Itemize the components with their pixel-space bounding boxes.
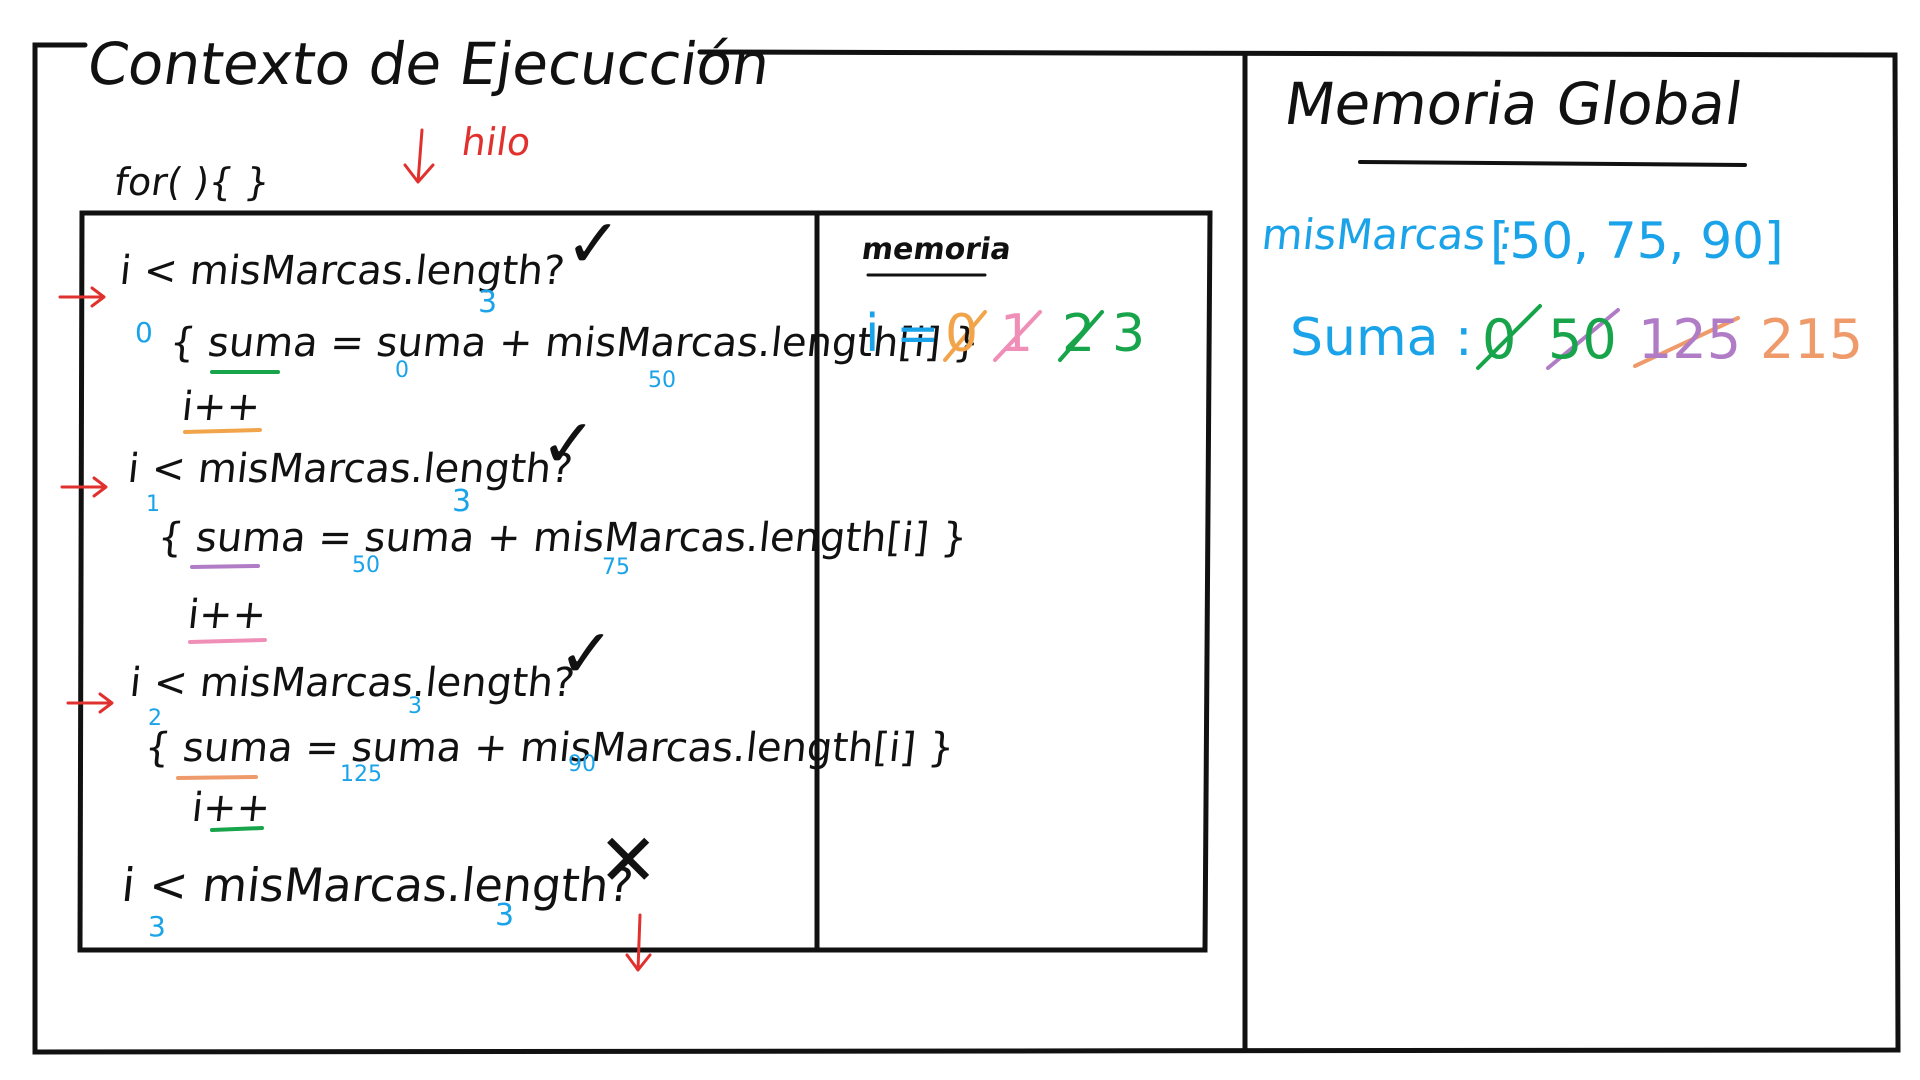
iteration-2-result: ✓ xyxy=(540,405,597,484)
global-suma-125: 125 xyxy=(1638,308,1742,371)
iteration-1-length-value: 3 xyxy=(478,285,498,320)
strike-suma-0 xyxy=(1476,304,1542,370)
iteration-2-item-value: 75 xyxy=(602,555,630,580)
local-memory-i-3: 3 xyxy=(1112,304,1146,364)
iteration-1-item-value: 50 xyxy=(648,368,676,393)
iteration-3-i-value: 2 xyxy=(148,706,162,731)
iteration-4-i-value: 3 xyxy=(148,910,166,943)
iteration-3-length-value: 3 xyxy=(408,694,422,719)
iteration-2-i-value: 1 xyxy=(146,492,160,517)
underline-inc-3 xyxy=(210,826,264,832)
iteration-2-suma-value: 50 xyxy=(352,553,380,578)
underline-suma-2 xyxy=(190,564,260,569)
iteration-1-suma-value: 0 xyxy=(395,358,409,383)
global-suma-50: 50 xyxy=(1548,308,1617,371)
for-label: for( ){ } xyxy=(111,160,273,204)
iteration-3-item-value: 90 xyxy=(568,752,596,777)
iteration-2-increment: i++ xyxy=(185,592,269,638)
global-array-name: misMarcas : xyxy=(1259,210,1516,259)
local-memory-i-2: 2 xyxy=(1062,304,1096,364)
iteration-2-length-value: 3 xyxy=(452,484,472,519)
local-memory-i-1: 1 xyxy=(1000,304,1034,364)
underline-inc-2 xyxy=(188,638,267,644)
thread-arrow xyxy=(403,128,435,184)
pointer-arrow-1 xyxy=(58,286,106,308)
iteration-1-body: { suma = suma + misMarcas.length[i] } xyxy=(167,320,982,366)
exec-context-frame xyxy=(32,42,1901,1055)
global-memory-title: Memoria Global xyxy=(1280,70,1747,138)
strike-i-1 xyxy=(993,310,1042,362)
global-array-value: [50, 75, 90] xyxy=(1490,212,1784,270)
iteration-3-result: ✓ xyxy=(558,615,615,694)
iteration-1-result: ✓ xyxy=(565,205,622,284)
strike-suma-50 xyxy=(1546,308,1620,370)
iteration-1-condition: i < misMarcas.length? xyxy=(117,248,567,294)
strike-i-2 xyxy=(1058,310,1104,362)
underline-inc-1 xyxy=(183,428,262,434)
iteration-4-result: ✕ xyxy=(598,818,659,902)
pointer-arrow-2 xyxy=(60,476,108,498)
iteration-3-increment: i++ xyxy=(189,785,273,831)
iteration-3-body: { suma = suma + misMarcas.length[i] } xyxy=(142,725,957,771)
strike-i-0 xyxy=(943,310,987,362)
iteration-1-increment: i++ xyxy=(179,384,263,430)
iteration-3-suma-value: 125 xyxy=(340,762,382,787)
iteration-3-condition: i < misMarcas.length? xyxy=(127,660,577,706)
exec-context-title: Contexto de Ejecucción xyxy=(83,30,775,98)
local-memory-title: memoria xyxy=(859,232,1014,267)
exit-arrow xyxy=(625,913,652,972)
local-memory-i-0: 0 xyxy=(945,304,979,364)
global-suma-0: 0 xyxy=(1482,308,1517,371)
strike-suma-125 xyxy=(1633,316,1740,368)
local-memory-var: i = xyxy=(865,304,940,364)
underline-suma-3 xyxy=(176,775,258,780)
iteration-4-length-value: 3 xyxy=(495,898,515,933)
pointer-arrow-3 xyxy=(66,692,114,714)
iteration-2-body: { suma = suma + misMarcas.length[i] } xyxy=(155,515,970,561)
iteration-4-condition: i < misMarcas.length? xyxy=(119,858,636,912)
global-suma-215: 215 xyxy=(1760,308,1864,371)
iteration-1-i-value: 0 xyxy=(135,316,153,349)
thread-label: hilo xyxy=(458,120,534,164)
global-suma-name: Suma : xyxy=(1290,308,1473,368)
iteration-2-condition: i < misMarcas.length? xyxy=(125,446,575,492)
global-title-underline xyxy=(1358,160,1747,167)
